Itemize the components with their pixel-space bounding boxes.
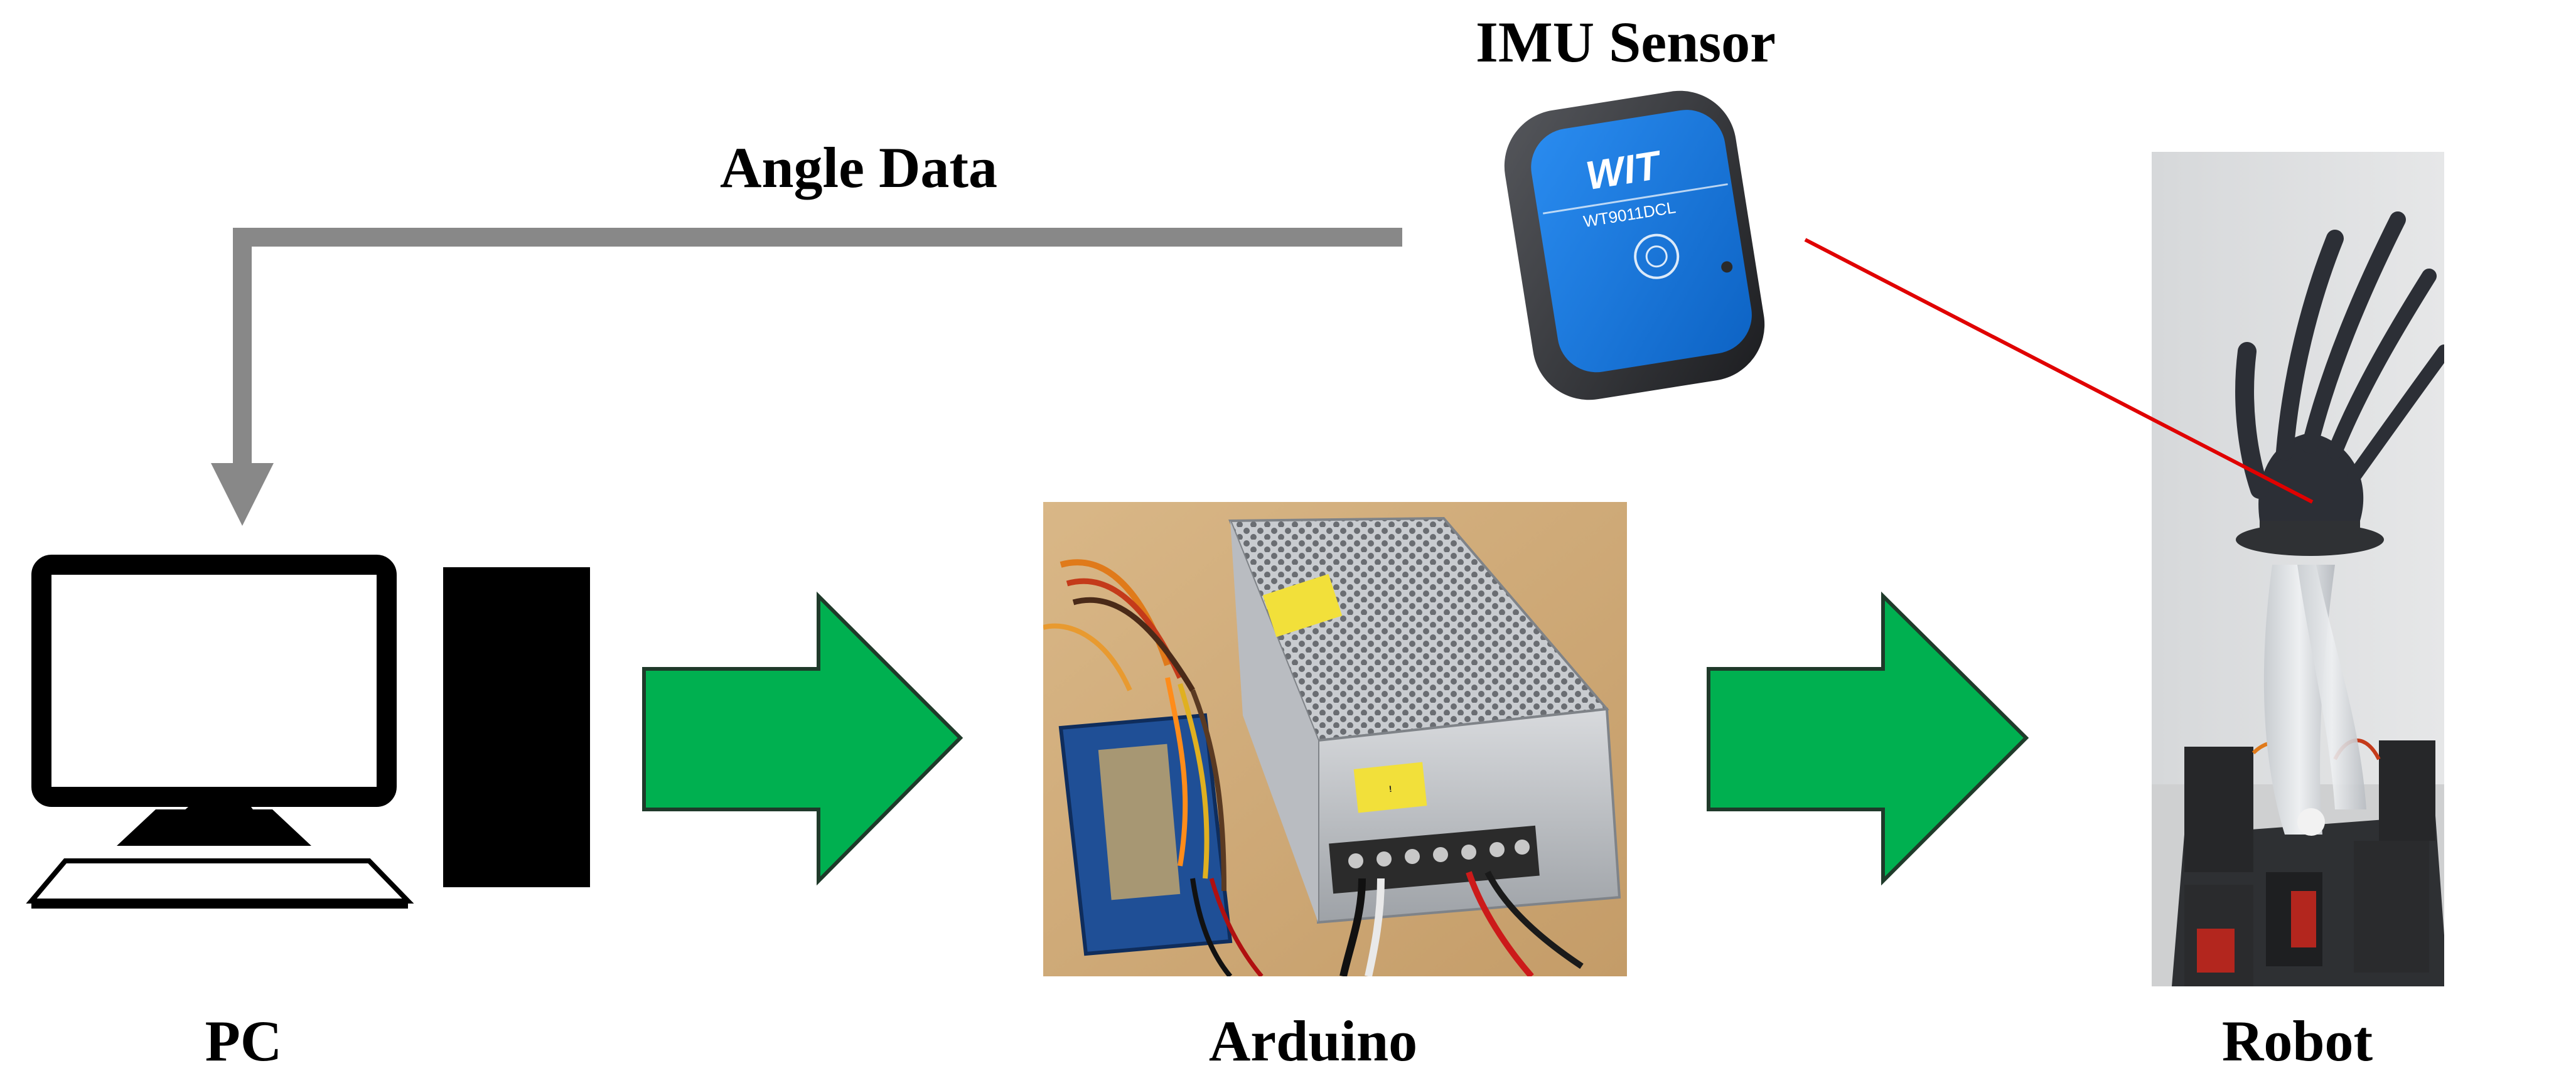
servo-icon [2184,747,2253,872]
imu-sensor-device: WIT WT9011DCL [1504,90,1765,400]
monitor-icon [31,555,397,807]
pc-tower-icon [443,567,590,887]
robot-label: Robot [2222,1009,2373,1073]
imu-led-icon [1721,261,1733,273]
keyboard-icon [26,858,414,904]
robot-hand-icon [2235,211,2444,521]
pc-icon [26,555,590,909]
arduino-to-robot-arrow-icon [1707,591,2029,886]
robot-photo [2152,152,2444,986]
angle-data-label: Angle Data [720,136,997,200]
imu-power-button-icon [1634,233,1680,279]
angle-data-path [211,228,1402,526]
angle-data-line [233,228,1402,476]
pc-to-arduino-arrow-icon [642,591,963,886]
arduino-photo: ! [1043,502,1627,976]
imu-sensor-label: IMU Sensor [1476,10,1776,74]
arduino-label: Arduino [1209,1009,1417,1073]
pc-label: PC [205,1009,282,1073]
imu-pointer-line [1804,238,2314,504]
angle-data-arrowhead-icon [211,463,274,526]
svg-text:!: ! [1388,784,1392,794]
